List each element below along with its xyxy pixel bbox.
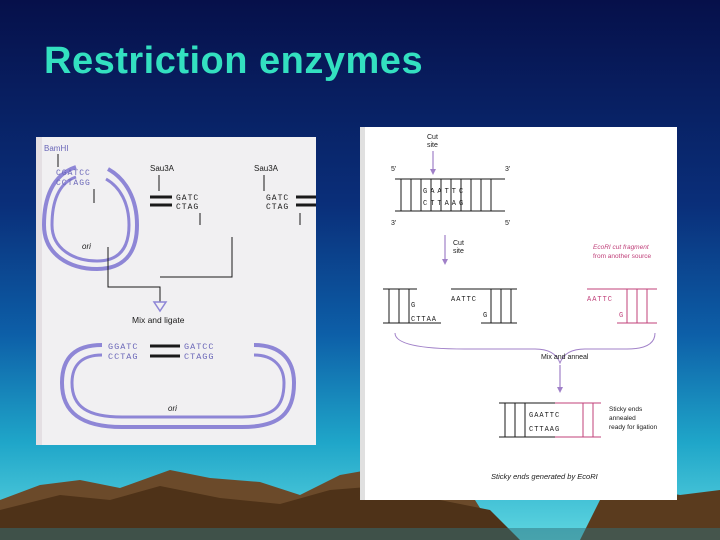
right-fragment-bottom-end: G [483,312,487,320]
five-prime-bottom-right: 5' [505,220,510,227]
result-left-top: GGATC [108,342,139,352]
merge-connector [107,237,233,302]
three-prime-top-right: 3' [505,166,510,173]
ecori-fragment-label-2: from another source [593,253,652,260]
figure-caption: Sticky ends generated by EcoRI [491,472,598,481]
plasmid-bottom-strand: CCTAGG [56,179,91,188]
lower-plasmid-ring [59,343,297,429]
lower-plasmid-ring-inner [70,353,286,419]
annealed-top: GAATTC [529,412,560,420]
sau3a-label-2: Sau3A [254,164,279,173]
pink-fragment-top-end: AATTC [587,296,613,304]
sticky-ends-diagram: Cut site 5' 3' GAATTC CTTAAG 3' 5' Cut s… [383,134,657,481]
left-fragment-top-end: G [411,302,415,310]
ori-label-lower: ori [168,404,177,413]
upper-plasmid-ring-inner [50,175,131,263]
slide-title: Restriction enzymes [44,40,424,82]
top-strand-center: GAATTC [423,188,466,196]
cut-site-top-arrowhead [430,169,436,175]
cut-site-mid-label-1: Cut [453,240,464,247]
ori-label-upper: ori [82,242,91,251]
pink-fragment-bottom-end: G [619,312,623,320]
sticky-annotation-2: annealed [609,415,636,422]
right-fragment-top-end: AATTC [451,296,477,304]
five-prime-top-left: 5' [391,166,396,173]
left-fragment [383,288,441,324]
annealed-product-pink [555,402,601,438]
result-right-top: GATCC [184,342,215,352]
result-right-bottom: CTAGG [184,352,215,362]
mix-anneal-brace [394,332,656,365]
sau3a-label-1: Sau3A [150,164,175,173]
mix-and-ligate-label: Mix and ligate [132,315,185,325]
three-prime-bottom-left: 3' [391,220,396,227]
left-fragment-bottom-end: CTTAA [411,316,437,324]
annealed-product-black [499,402,555,438]
fragment2-bottom: CTAG [266,203,289,212]
sticky-ends-figure-panel: Cut site 5' 3' GAATTC CTTAAG 3' 5' Cut s… [360,127,677,500]
anneal-arrowhead [557,387,563,393]
mix-and-anneal-label: Mix and anneal [541,354,589,361]
ecori-fragment-label-1: EcoRI cut fragment [593,244,650,251]
sticky-annotation-1: Sticky ends [609,406,643,413]
pink-fragment [587,288,657,324]
top-duplex-rungs [400,179,492,211]
bottom-strand-center: CTTAAG [423,200,466,208]
ligation-diagram: BamHI CGATCC CCTAGG ori Sau3A Sau3A GATC… [41,144,316,429]
upper-plasmid-ring [41,165,140,272]
fragment1-top: GATC [176,194,199,203]
annealed-bottom: CTTAAG [529,426,560,434]
result-left-bottom: CCTAG [108,352,139,362]
cut-site-top-label-2: site [427,142,438,149]
cut-site-mid-label-2: site [453,248,464,255]
right-fragment [451,288,517,324]
bamhi-label: BamHI [44,144,68,153]
plasmid-top-strand: CGATCC [56,169,91,178]
merge-arrowhead [152,301,168,313]
cut-site-top-label-1: Cut [427,134,438,141]
sticky-annotation-3: ready for ligation [609,424,657,431]
fragment1-bottom: CTAG [176,203,199,212]
ligation-figure-panel: BamHI CGATCC CCTAGG ori Sau3A Sau3A GATC… [36,137,316,445]
fragment2-top: GATC [266,194,289,203]
cut-site-mid-arrowhead [442,259,448,265]
